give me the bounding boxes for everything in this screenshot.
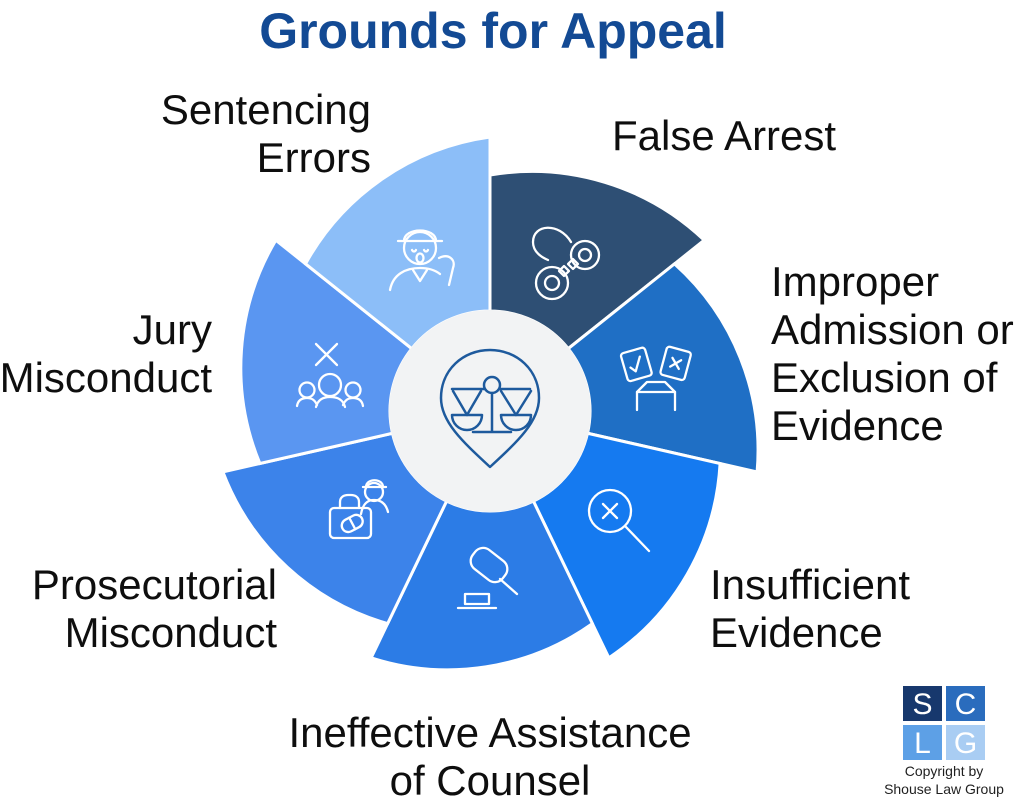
page-title: Grounds for Appeal	[259, 3, 727, 59]
label-improper-admission: Improper Admission or Exclusion of Evide…	[771, 258, 1014, 449]
center-hub	[389, 310, 591, 512]
scales-location-pin-icon	[439, 348, 541, 469]
label-jury-misconduct: Jury Misconduct	[0, 306, 212, 401]
label-ineffective-assistance: Ineffective Assistance of Counsel	[288, 709, 692, 804]
label-insufficient-evidence: Insufficient Evidence	[710, 561, 911, 656]
label-prosecutorial-misconduct: Prosecutorial Misconduct	[31, 561, 277, 656]
briefcase-person-icon	[328, 479, 390, 540]
person-hat-icon	[388, 229, 455, 292]
handcuffs-icon	[531, 226, 601, 301]
gavel-icon	[456, 546, 519, 610]
label-sentencing-errors: Sentencing Errors	[160, 86, 371, 181]
label-false-arrest: False Arrest	[612, 112, 837, 159]
magnifier-x-icon	[587, 488, 651, 553]
people-x-icon	[295, 342, 365, 409]
copyright-text: Copyright by Shouse Law Group	[884, 763, 1004, 797]
ballot-box-icon	[619, 345, 692, 412]
